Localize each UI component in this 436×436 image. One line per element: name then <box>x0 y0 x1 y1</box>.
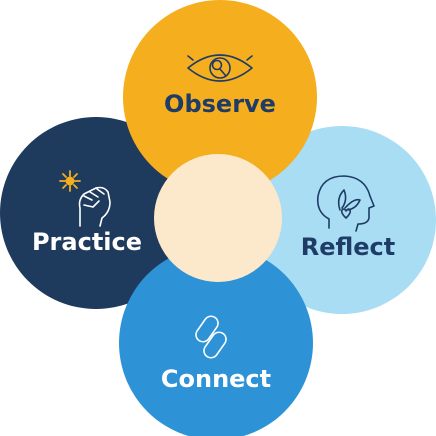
eye-icon <box>187 54 253 82</box>
center-circle <box>154 154 282 282</box>
reflect-circle <box>248 126 436 314</box>
connect-circle <box>119 246 313 436</box>
connect-label: Connect <box>161 365 271 393</box>
head-leaf-icon <box>316 175 375 232</box>
practice-circle <box>0 117 192 309</box>
reflect-label: Reflect <box>301 233 396 261</box>
burst-icon <box>59 170 81 192</box>
observe-circle <box>123 0 317 194</box>
raised-fist-icon <box>59 170 111 227</box>
observe-label: Observe <box>164 90 276 118</box>
practice-label: Practice <box>32 228 142 256</box>
chain-link-icon <box>195 315 227 359</box>
